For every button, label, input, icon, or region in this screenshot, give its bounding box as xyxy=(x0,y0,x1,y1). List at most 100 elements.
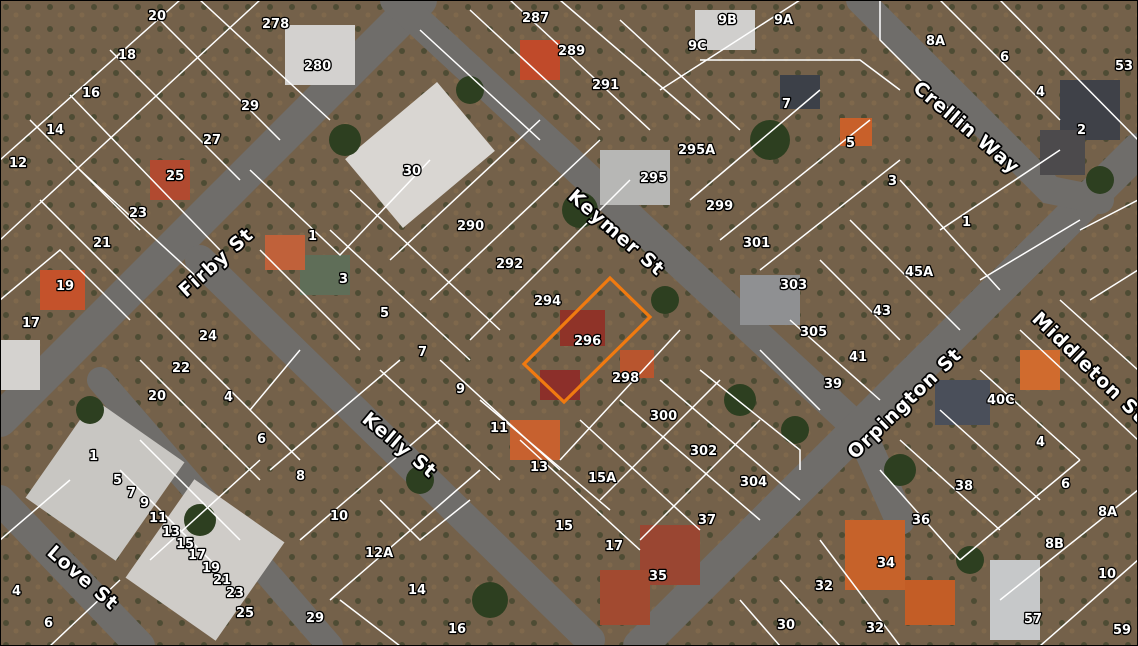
lot-label: 287 xyxy=(522,11,549,26)
lot-label: 25 xyxy=(166,169,184,184)
lot-label: 2 xyxy=(1077,123,1086,138)
lot-label: 280 xyxy=(304,59,331,74)
lot-label: 32 xyxy=(815,579,833,594)
lot-label: 15A xyxy=(588,471,616,486)
lot-label: 295 xyxy=(640,171,667,186)
lot-label: 6 xyxy=(1000,50,1009,65)
lot-label: 9 xyxy=(456,382,465,397)
lot-label: 40C xyxy=(987,393,1015,408)
lot-label: 292 xyxy=(496,257,523,272)
road-crellin xyxy=(846,0,1114,214)
lot-label: 15 xyxy=(555,519,573,534)
lot-label: 278 xyxy=(262,17,289,32)
lot-label: 8A xyxy=(926,34,945,49)
lot-label: 21 xyxy=(93,236,111,251)
lot-label: 295A xyxy=(678,143,715,158)
lot-label: 303 xyxy=(780,278,807,293)
lot-label: 3 xyxy=(339,272,348,287)
lot-label: 1 xyxy=(962,215,971,230)
lot-label: 6 xyxy=(44,616,53,631)
lot-label: 8A xyxy=(1098,505,1117,520)
lot-label: 37 xyxy=(698,513,716,528)
lot-label: 35 xyxy=(649,569,667,584)
lot-label: 38 xyxy=(955,479,973,494)
lot-label: 59 xyxy=(1113,623,1131,638)
lot-label: 27 xyxy=(203,133,221,148)
lot-label: 29 xyxy=(241,99,259,114)
lot-label: 43 xyxy=(873,304,891,319)
lot-label: 14 xyxy=(46,123,64,138)
lot-label: 24 xyxy=(199,329,217,344)
lot-label: 23 xyxy=(226,586,244,601)
lot-label: 17 xyxy=(188,548,206,563)
lot-label: 10 xyxy=(330,509,348,524)
lot-label: 14 xyxy=(408,583,426,598)
lot-label: 18 xyxy=(118,48,136,63)
lot-label: 16 xyxy=(448,622,466,637)
lot-label: 1 xyxy=(89,449,98,464)
highlighted-parcel-296[interactable] xyxy=(521,275,653,405)
lot-label: 9C xyxy=(688,39,707,54)
lot-label: 17 xyxy=(22,316,40,331)
lot-label: 17 xyxy=(605,539,623,554)
lot-label: 30 xyxy=(403,164,421,179)
lot-label: 21 xyxy=(213,573,231,588)
lot-label: 19 xyxy=(56,279,74,294)
lot-label: 302 xyxy=(690,444,717,459)
lot-label: 25 xyxy=(236,606,254,621)
lot-label: 8 xyxy=(296,469,305,484)
road-kelly xyxy=(185,245,605,646)
lot-label: 12 xyxy=(9,156,27,171)
lot-label: 10 xyxy=(1098,567,1116,582)
lot-label: 299 xyxy=(706,199,733,214)
lot-label: 20 xyxy=(148,389,166,404)
lot-label: 32 xyxy=(866,621,884,636)
lot-label: 304 xyxy=(740,475,767,490)
lot-label: 4 xyxy=(224,390,233,405)
lot-label: 298 xyxy=(612,371,639,386)
lot-label: 9 xyxy=(140,496,149,511)
road-love xyxy=(0,485,155,646)
lot-label: 1 xyxy=(308,229,317,244)
lot-label: 305 xyxy=(800,325,827,340)
lot-label: 289 xyxy=(558,44,585,59)
lot-label: 5 xyxy=(846,136,855,151)
lot-label: 36 xyxy=(912,513,930,528)
lot-label: 41 xyxy=(849,350,867,365)
lot-label: 8B xyxy=(1045,537,1064,552)
lot-label: 13 xyxy=(162,525,180,540)
lot-label: 23 xyxy=(129,206,147,221)
lot-label: 9A xyxy=(774,13,793,28)
trees xyxy=(76,76,1114,618)
lot-label: 9B xyxy=(718,13,737,28)
lot-label: 30 xyxy=(777,618,795,633)
lot-label: 12A xyxy=(365,546,393,561)
lot-label: 45A xyxy=(905,265,933,280)
lot-label: 4 xyxy=(1036,85,1045,100)
road-orpington xyxy=(623,133,1138,646)
lot-label: 11 xyxy=(149,511,167,526)
lot-label: 301 xyxy=(743,236,770,251)
lot-label: 19 xyxy=(202,561,220,576)
lot-label: 7 xyxy=(782,97,791,112)
lot-label: 34 xyxy=(877,556,895,571)
lot-label: 6 xyxy=(1061,477,1070,492)
lot-label: 16 xyxy=(82,86,100,101)
lot-labels: 20 278 280 287 289 9C 9B 9A 8A 6 53 18 1… xyxy=(8,8,1135,640)
lot-label: 11 xyxy=(490,421,508,436)
lot-label: 300 xyxy=(650,409,677,424)
lot-label: 20 xyxy=(148,9,166,24)
lot-label: 291 xyxy=(592,78,619,93)
lot-label: 4 xyxy=(12,584,21,599)
lot-label: 53 xyxy=(1115,59,1133,74)
lot-label: 29 xyxy=(306,611,324,626)
lot-label: 6 xyxy=(257,432,266,447)
lot-label: 57 xyxy=(1024,612,1042,627)
lot-label: 7 xyxy=(418,345,427,360)
lot-label: 5 xyxy=(113,473,122,488)
lot-label: 7 xyxy=(127,486,136,501)
lot-label: 5 xyxy=(380,306,389,321)
